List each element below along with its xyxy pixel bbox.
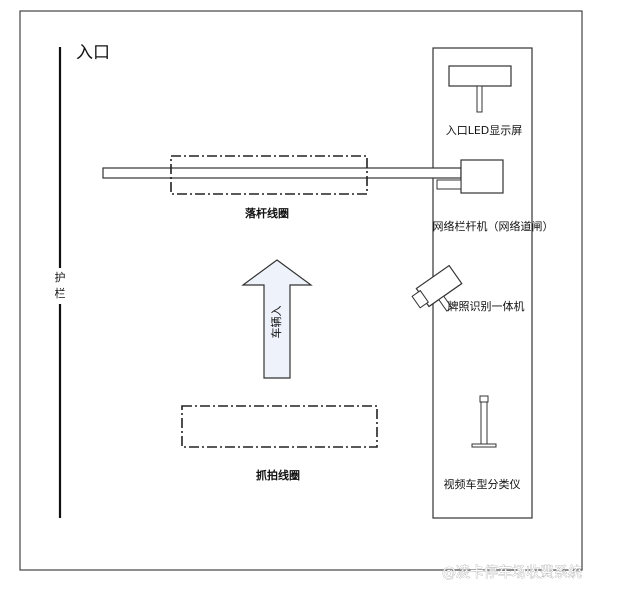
capture-loop-label: 抓拍线圈 <box>256 468 300 482</box>
barrier-gate-label: 网络栏杆机（网络道闸） <box>433 219 554 233</box>
barrier-motor <box>436 179 462 190</box>
drop-loop-label: 落杆线圈 <box>245 206 289 220</box>
guardrail-label-1: 护 <box>55 270 66 284</box>
watermark: @凌卡停车场收费系统 <box>442 564 582 581</box>
drop-arm-loop <box>170 155 368 195</box>
camera-icon <box>411 264 463 312</box>
outer-frame <box>19 10 583 571</box>
led-display-label: 入口LED显示屏 <box>446 124 523 137</box>
led-display-icon <box>448 65 512 113</box>
barrier-gate-icon <box>102 159 504 194</box>
capture-loop <box>181 405 378 448</box>
plate-camera-label: 牌照识别一体机 <box>448 299 525 313</box>
up-arrow-icon <box>241 259 313 379</box>
vehicle-classifier-label: 视频车型分类仪 <box>444 477 521 491</box>
guardrail-label-2: 栏 <box>55 286 66 300</box>
vehicle-entry-label: 车辆入 <box>269 306 283 339</box>
barrier-cabinet <box>460 159 504 194</box>
barrier-arm <box>102 167 462 179</box>
entrance-title: 入口 <box>76 43 110 63</box>
guardrail-label-bg <box>50 268 70 304</box>
vehicle-classifier-icon <box>471 395 497 448</box>
